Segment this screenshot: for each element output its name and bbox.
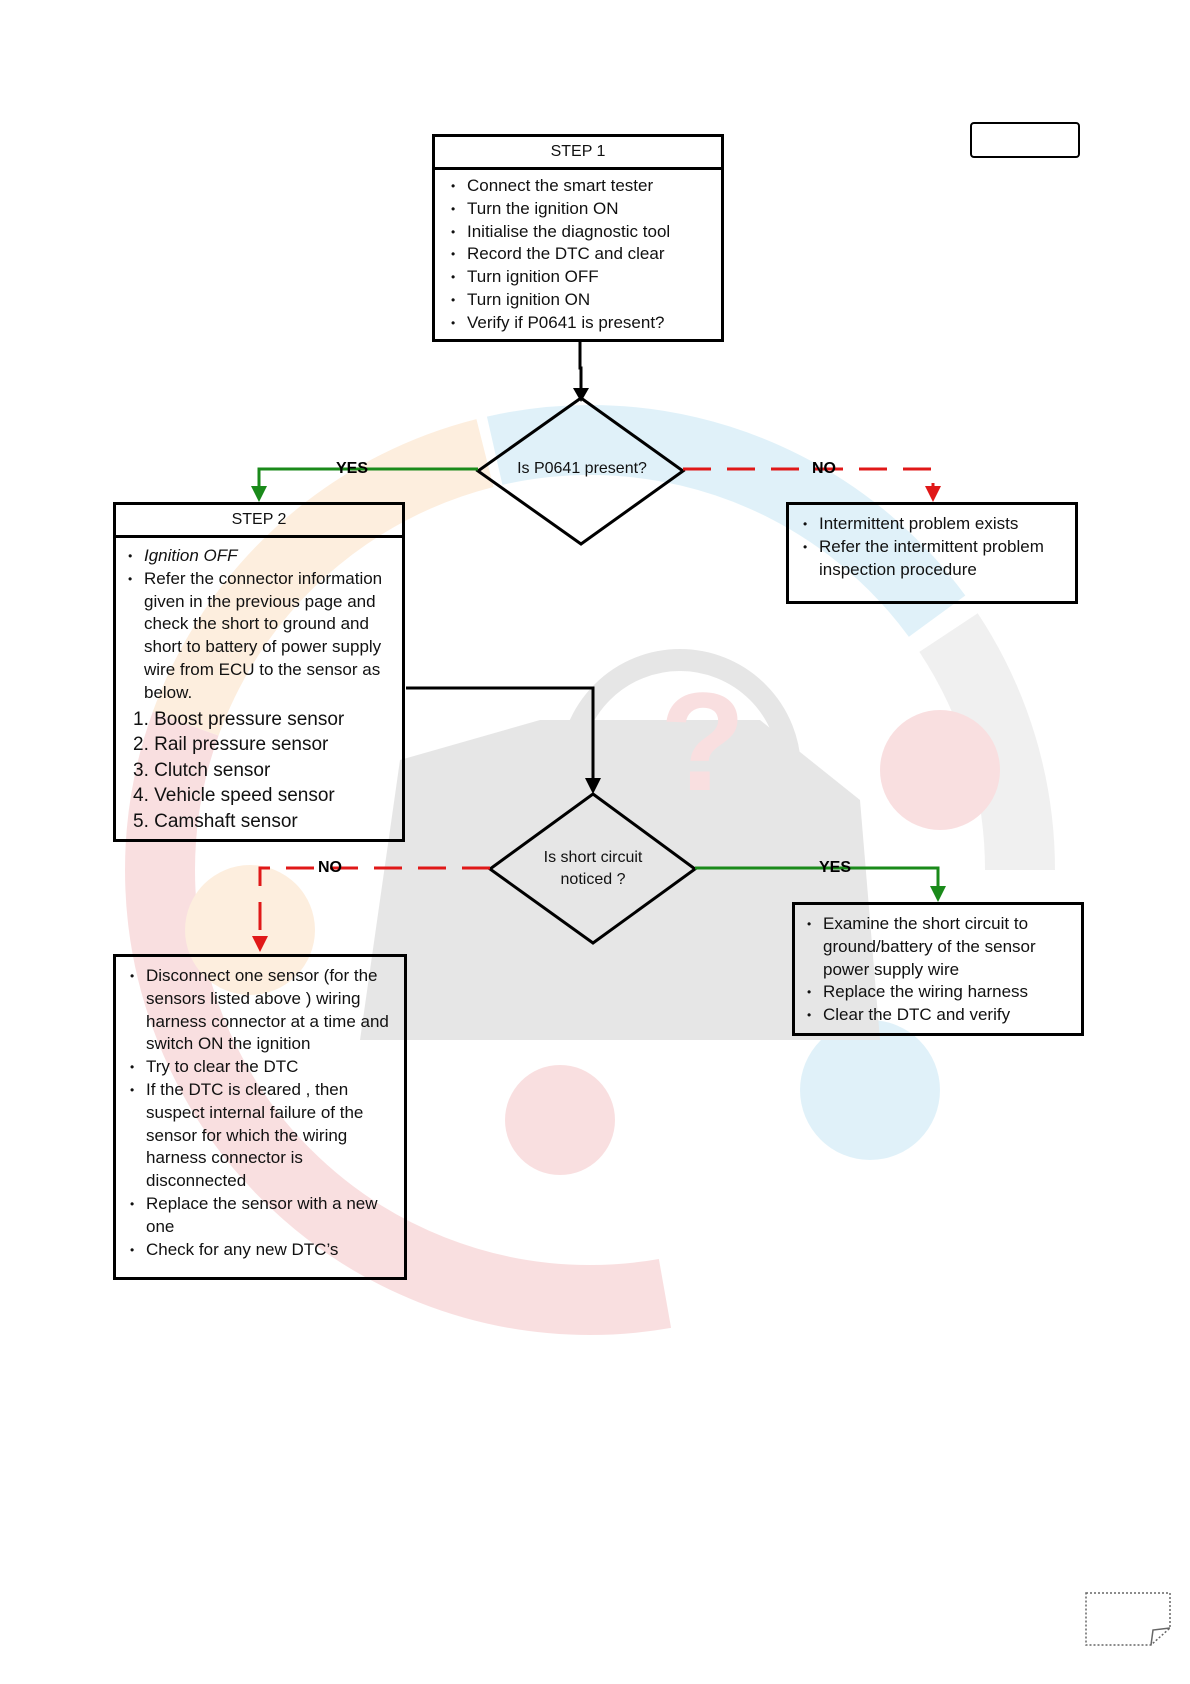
no-connector-2: [258, 866, 490, 934]
list-item: Clear the DTC and verify: [801, 1004, 1071, 1027]
list-item: Replace the sensor with a new one: [124, 1193, 396, 1239]
no-arrowhead-1: [925, 486, 941, 502]
decision1-diamond: [475, 396, 686, 546]
decision1-yes-label: YES: [336, 460, 369, 477]
decision2-yes-label: YES: [819, 859, 852, 876]
list-item: Refer the intermittent problem inspectio…: [797, 536, 1065, 582]
list-item: Intermittent problem exists: [797, 513, 1065, 536]
disconnect-list: Disconnect one sensor (for the sensors l…: [116, 957, 404, 1261]
decision1-no-label: NO: [812, 460, 836, 477]
no-arrowhead-2: [252, 936, 268, 952]
arrowhead-decision2: [585, 778, 601, 794]
short-fix-list: Examine the short circuit to ground/batt…: [795, 905, 1081, 1027]
list-item: Turn ignition OFF: [445, 266, 715, 289]
list-item: Replace the wiring harness: [801, 981, 1071, 1004]
list-item: If the DTC is cleared , then suspect int…: [124, 1079, 396, 1193]
intermittent-list: Intermittent problem exists Refer the in…: [789, 505, 1075, 581]
list-item: Initialise the diagnostic tool: [445, 221, 715, 244]
list-item: Check for any new DTC’s: [124, 1239, 396, 1262]
step2-list: Ignition OFF Refer the connector informa…: [116, 538, 402, 705]
arrow-step1-to-decision1: [578, 341, 583, 390]
list-item: Verify if P0641 is present?: [445, 312, 715, 335]
short-fix-box: Examine the short circuit to ground/batt…: [792, 902, 1084, 1036]
list-item: Refer the connector information given in…: [122, 568, 396, 705]
yes-connector-2: [695, 866, 940, 888]
no-connector-1: [683, 467, 935, 488]
list-item: Ignition OFF: [122, 545, 396, 568]
step1-box: STEP 1 Connect the smart tester Turn the…: [432, 134, 724, 342]
list-item: 1. Boost pressure sensor: [133, 708, 345, 730]
decision1-text: Is P0641 present?: [517, 460, 647, 477]
list-item: Disconnect one sensor (for the sensors l…: [124, 965, 396, 1056]
decision2-no-label: NO: [318, 859, 342, 876]
yes-arrowhead-1: [251, 486, 267, 502]
step2-title: STEP 2: [116, 505, 402, 538]
yes-connector-1: [257, 467, 478, 490]
yes-arrowhead-2: [930, 886, 946, 902]
arrowhead-decision1: [573, 388, 589, 402]
list-item: Record the DTC and clear: [445, 243, 715, 266]
decision2-diamond: [487, 792, 698, 945]
step1-list: Connect the smart tester Turn the igniti…: [435, 170, 721, 335]
arrow-step2-to-decision2: [406, 686, 595, 780]
list-item: Connect the smart tester: [445, 175, 715, 198]
decision2-text-line2: noticed ?: [560, 871, 626, 888]
list-item: 5. Camshaft sensor: [133, 810, 298, 832]
decision2-text: Is short circuit noticed ?: [513, 847, 673, 891]
list-item: 3. Clutch sensor: [133, 759, 271, 781]
list-item: 2. Rail pressure sensor: [133, 734, 329, 756]
list-item: Examine the short circuit to ground/batt…: [801, 913, 1071, 981]
decision2-text-line1: Is short circuit: [543, 849, 643, 866]
list-item: 4. Vehicle speed sensor: [133, 785, 335, 807]
intermittent-box: Intermittent problem exists Refer the in…: [786, 502, 1078, 604]
sensor-list: 1. Boost pressure sensor 2. Rail pressur…: [116, 705, 402, 835]
disconnect-box: Disconnect one sensor (for the sensors l…: [113, 954, 407, 1280]
step2-box: STEP 2 Ignition OFF Refer the connector …: [113, 502, 405, 842]
page-curl-icon: [1085, 1592, 1171, 1646]
step1-title: STEP 1: [435, 137, 721, 170]
list-item: Try to clear the DTC: [124, 1056, 396, 1079]
blank-button-icon[interactable]: [970, 122, 1080, 158]
list-item: Turn the ignition ON: [445, 198, 715, 221]
list-item: Turn ignition ON: [445, 289, 715, 312]
